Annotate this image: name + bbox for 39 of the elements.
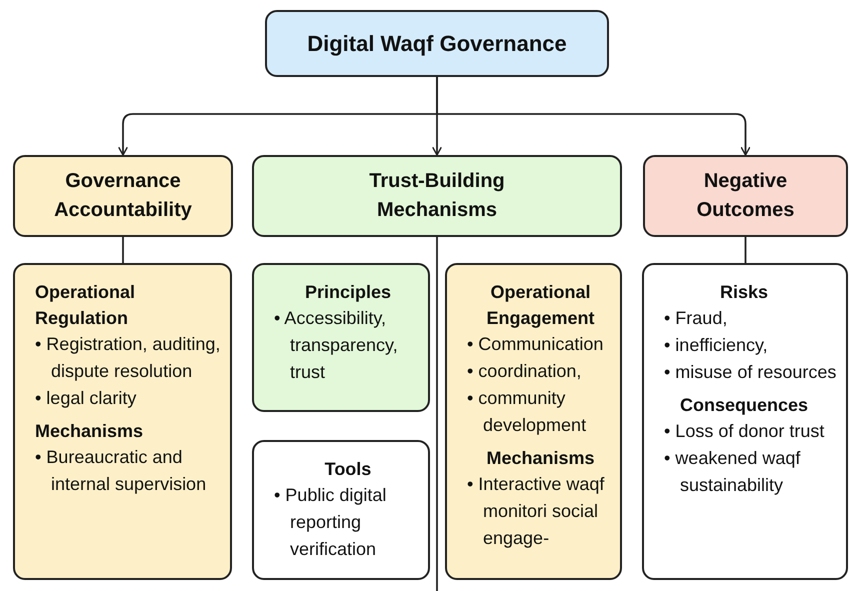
bullet-item: • inefficiency, [664, 334, 769, 358]
bullet-item: • Interactive waqf monitori social engage- [467, 473, 606, 550]
bullet-item: • Communication [467, 333, 604, 356]
arrow [436, 77, 751, 156]
connector-line [744, 237, 746, 263]
node-title: Governance Accountability [53, 169, 193, 223]
connector-line [122, 237, 124, 263]
bullet-item: • Fraud, [664, 307, 728, 330]
connector-line [436, 237, 438, 591]
detail-card [642, 263, 848, 580]
root-box [265, 10, 609, 77]
section-heading: Tools [324, 458, 372, 481]
bullet-item: • Public digital reporting verification [274, 484, 388, 562]
category-box [252, 155, 622, 237]
category-box [13, 155, 233, 237]
bullet-item: • Bureaucratic and internal supervision [35, 446, 208, 496]
node-title: Negative Outcomes [696, 169, 796, 223]
bullet-item: • community development [467, 387, 588, 438]
section-heading: Risks [718, 281, 770, 304]
bullet-item: • coordination, [467, 360, 582, 384]
bullet-item: • Loss of donor trust [664, 420, 826, 444]
section-heading: Mechanisms [35, 420, 144, 444]
detail-card [252, 440, 430, 580]
bullet-item: • misuse of resources [664, 361, 838, 384]
section-heading: Operational Regulation [35, 281, 136, 330]
section-heading: Operational Engagement [485, 281, 596, 330]
bullet-item: • Accessibility, transparency, trust [274, 307, 399, 384]
detail-card [252, 263, 430, 412]
bullet-item: • weakened waqf sustainability [664, 447, 802, 498]
section-heading: Mechanisms [485, 447, 596, 470]
bullet-item: • legal clarity [35, 387, 138, 410]
detail-card [445, 263, 622, 580]
section-heading: Principles [304, 281, 392, 304]
node-title: Trust-Building Mechanisms [368, 169, 506, 223]
section-heading: Consequences [678, 394, 810, 418]
node-title: Digital Waqf Governance [307, 30, 567, 58]
detail-card [13, 263, 232, 580]
category-box [643, 155, 848, 237]
bullet-item: • Registration, auditing, dispute resolution [35, 333, 222, 384]
